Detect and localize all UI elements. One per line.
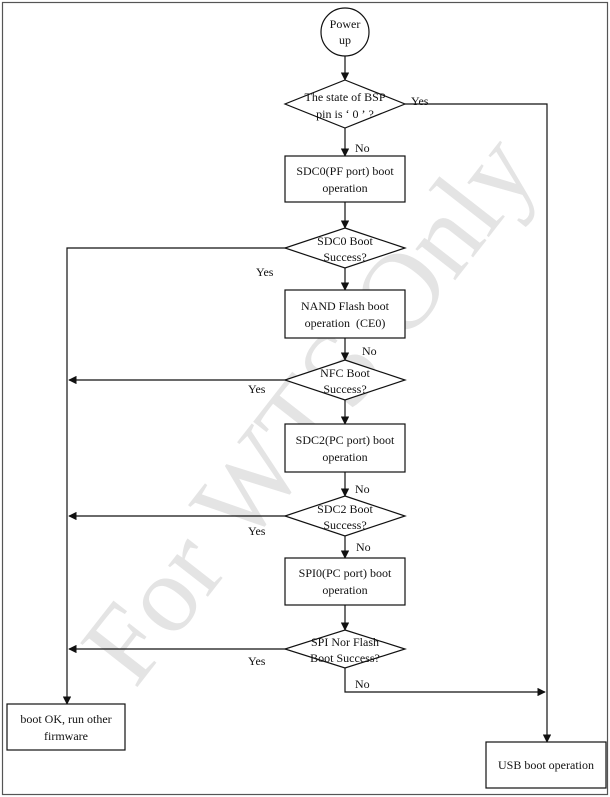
- start-label-line2: up: [339, 33, 351, 47]
- label-bsp-no: No: [355, 141, 370, 155]
- sdc0-success-diamond: [283, 227, 407, 269]
- sdc2-success-label-line1: SDC2 Boot: [317, 502, 373, 516]
- start-circle: [320, 7, 370, 57]
- node-shapes: [6, 7, 607, 789]
- spi-success-diamond: [283, 629, 407, 669]
- spi0-boot-label-line1: SPI0(PC port) boot: [299, 566, 392, 580]
- sdc0-boot-label-line2: operation: [322, 181, 367, 195]
- boot-ok-box: [6, 703, 126, 751]
- usb-boot-label: USB boot operation: [498, 758, 594, 772]
- nfc-success-label-line1: NFC Boot: [320, 366, 370, 380]
- edge-sdc0-yes-to-bootok: [62, 247, 287, 705]
- boot-ok-label-line1: boot OK, run other: [20, 712, 111, 726]
- spi0-boot-label-line2: operation: [322, 583, 367, 597]
- edge-bsp-yes-to-usb: [405, 103, 552, 743]
- sdc2-boot-label-line2: operation: [322, 450, 367, 464]
- label-sdc0-yes: Yes: [256, 265, 274, 279]
- sdc2-success-diamond: [283, 495, 407, 537]
- sdc2-success-label-line2: Success?: [323, 518, 366, 532]
- bsp-check-diamond: [283, 79, 407, 129]
- label-nfc-yes: Yes: [248, 382, 266, 396]
- sdc2-boot-label-line1: SDC2(PC port) boot: [296, 433, 395, 447]
- spi-success-label-line1: SPI Nor Flash: [311, 635, 379, 649]
- bsp-check-label-line2: pin is ‘ 0 ’ ?: [316, 107, 374, 121]
- label-sdc2-no: No: [356, 540, 371, 554]
- edge-labels: Yes No Yes No Yes No Yes No Yes No: [248, 94, 429, 691]
- sdc0-success-label-line1: SDC0 Boot: [317, 234, 373, 248]
- usb-boot-box: [485, 741, 607, 789]
- sdc2-boot-box: [284, 423, 406, 473]
- label-sdc2-no-upper: No: [355, 482, 370, 496]
- nand-boot-label-line2: operation (CE0): [305, 316, 386, 330]
- sdc0-boot-label-line1: SDC0(PF port) boot: [296, 164, 394, 178]
- bsp-check-label-line1: The state of BSP: [305, 90, 386, 104]
- sdc0-boot-box: [284, 155, 406, 203]
- node-labels: Power up The state of BSP pin is ‘ 0 ’ ?…: [20, 17, 594, 772]
- boot-ok-label-line2: firmware: [44, 729, 88, 743]
- nfc-success-label-line2: Success?: [323, 382, 366, 396]
- edge-spi-no-to-usb: [344, 668, 546, 697]
- edges: [62, 56, 552, 743]
- label-spi-no: No: [355, 677, 370, 691]
- spi-success-label-line2: Boot Success?: [310, 651, 380, 665]
- nand-boot-box: [284, 289, 406, 339]
- label-nand-no: No: [362, 344, 377, 358]
- label-sdc2-yes: Yes: [248, 524, 266, 538]
- nfc-success-diamond: [283, 359, 407, 401]
- start-label-line1: Power: [330, 17, 361, 31]
- nand-boot-label-line1: NAND Flash boot: [301, 299, 390, 313]
- spi0-boot-box: [284, 557, 406, 606]
- label-spi-yes: Yes: [248, 654, 266, 668]
- sdc0-success-label-line2: Success?: [323, 250, 366, 264]
- label-bsp-yes: Yes: [411, 94, 429, 108]
